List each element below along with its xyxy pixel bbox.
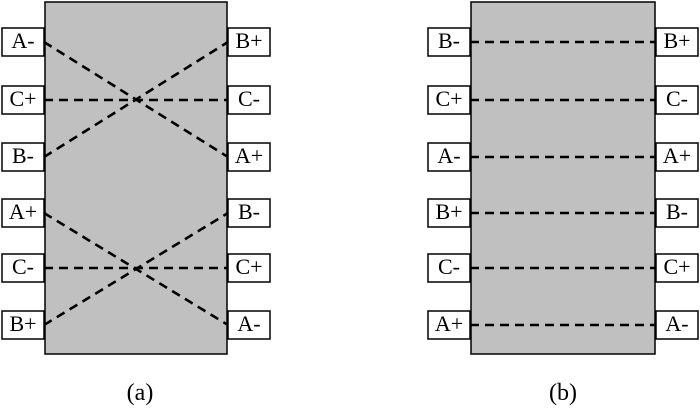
terminal-label: B- bbox=[238, 199, 260, 224]
connection-wire bbox=[43, 40, 229, 159]
terminal-label: A+ bbox=[435, 311, 463, 336]
terminal-label: C- bbox=[12, 254, 34, 279]
panel-a-right-terminal-1: B+ bbox=[227, 27, 271, 57]
panel-b-right-terminals: B+ C- A+ B- C+ A- bbox=[655, 27, 699, 340]
terminal-label: B+ bbox=[663, 28, 690, 53]
panel-a-right-terminal-2: C- bbox=[227, 85, 271, 115]
terminal-label: B- bbox=[438, 28, 460, 53]
terminal-label: C+ bbox=[435, 86, 462, 111]
panel-b-left-terminals: B- C+ A- B+ C- A+ bbox=[427, 27, 471, 340]
panel-a-right-terminal-5: C+ bbox=[227, 253, 271, 283]
panel-a-right-terminal-6: A- bbox=[227, 310, 271, 340]
panel-b-wires bbox=[470, 40, 656, 327]
terminal-label: C- bbox=[666, 86, 688, 111]
panel-a-left-terminal-5: C- bbox=[1, 253, 45, 283]
panel-b-right-terminal-3: A+ bbox=[655, 142, 699, 172]
terminal-label: C+ bbox=[663, 254, 690, 279]
terminal-label: A+ bbox=[663, 143, 691, 168]
terminal-label: B+ bbox=[235, 28, 262, 53]
panel-b-right-terminal-5: C+ bbox=[655, 253, 699, 283]
panel-b-left-terminal-2: C+ bbox=[427, 85, 471, 115]
connection-wire bbox=[43, 211, 229, 327]
panel-a-left-terminal-4: A+ bbox=[1, 198, 45, 228]
terminal-label: A+ bbox=[9, 199, 37, 224]
panel-b-body bbox=[470, 1, 656, 355]
panel-b-right-terminal-4: B- bbox=[655, 198, 699, 228]
panel-a-wires bbox=[43, 40, 229, 327]
terminal-label: A+ bbox=[235, 143, 263, 168]
terminal-label: A- bbox=[437, 143, 460, 168]
panel-a-right-terminal-3: A+ bbox=[227, 142, 271, 172]
panel-b-left-terminal-4: B+ bbox=[427, 198, 471, 228]
terminal-label: B- bbox=[666, 199, 688, 224]
terminal-label: B+ bbox=[435, 199, 462, 224]
terminal-label: A- bbox=[11, 28, 34, 53]
panel-b-left-terminal-1: B- bbox=[427, 27, 471, 57]
terminal-label: B- bbox=[12, 143, 34, 168]
panel-b-right-terminal-1: B+ bbox=[655, 27, 699, 57]
panel-a-left-terminal-1: A- bbox=[1, 27, 45, 57]
panel-b-left-terminal-6: A+ bbox=[427, 310, 471, 340]
panel-a-body bbox=[44, 1, 228, 355]
panel-b-left-terminal-5: C- bbox=[427, 253, 471, 283]
terminal-label: C+ bbox=[9, 86, 36, 111]
panel-b-left-terminal-3: A- bbox=[427, 142, 471, 172]
terminal-label: A- bbox=[237, 311, 260, 336]
panel-a-left-terminal-6: B+ bbox=[1, 310, 45, 340]
panel-a-caption: (a) bbox=[127, 380, 154, 406]
terminal-label: C- bbox=[238, 86, 260, 111]
terminal-label: A- bbox=[665, 311, 688, 336]
panel-a-left-terminal-3: B- bbox=[1, 142, 45, 172]
panel-a-right-terminal-4: B- bbox=[227, 198, 271, 228]
terminal-label: C- bbox=[438, 254, 460, 279]
panel-b-caption: (b) bbox=[549, 380, 577, 406]
panel-a: A- C+ B- A+ C- B+ bbox=[1, 1, 271, 406]
terminal-label: C+ bbox=[235, 254, 262, 279]
panel-b-right-terminal-6: A- bbox=[655, 310, 699, 340]
panel-b: B- C+ A- B+ C- A+ bbox=[427, 1, 699, 406]
panel-a-right-terminals: B+ C- A+ B- C+ A- bbox=[227, 27, 271, 340]
panel-b-right-terminal-2: C- bbox=[655, 85, 699, 115]
panel-a-left-terminal-2: C+ bbox=[1, 85, 45, 115]
terminal-label: B+ bbox=[9, 311, 36, 336]
panel-a-left-terminals: A- C+ B- A+ C- B+ bbox=[1, 27, 45, 340]
